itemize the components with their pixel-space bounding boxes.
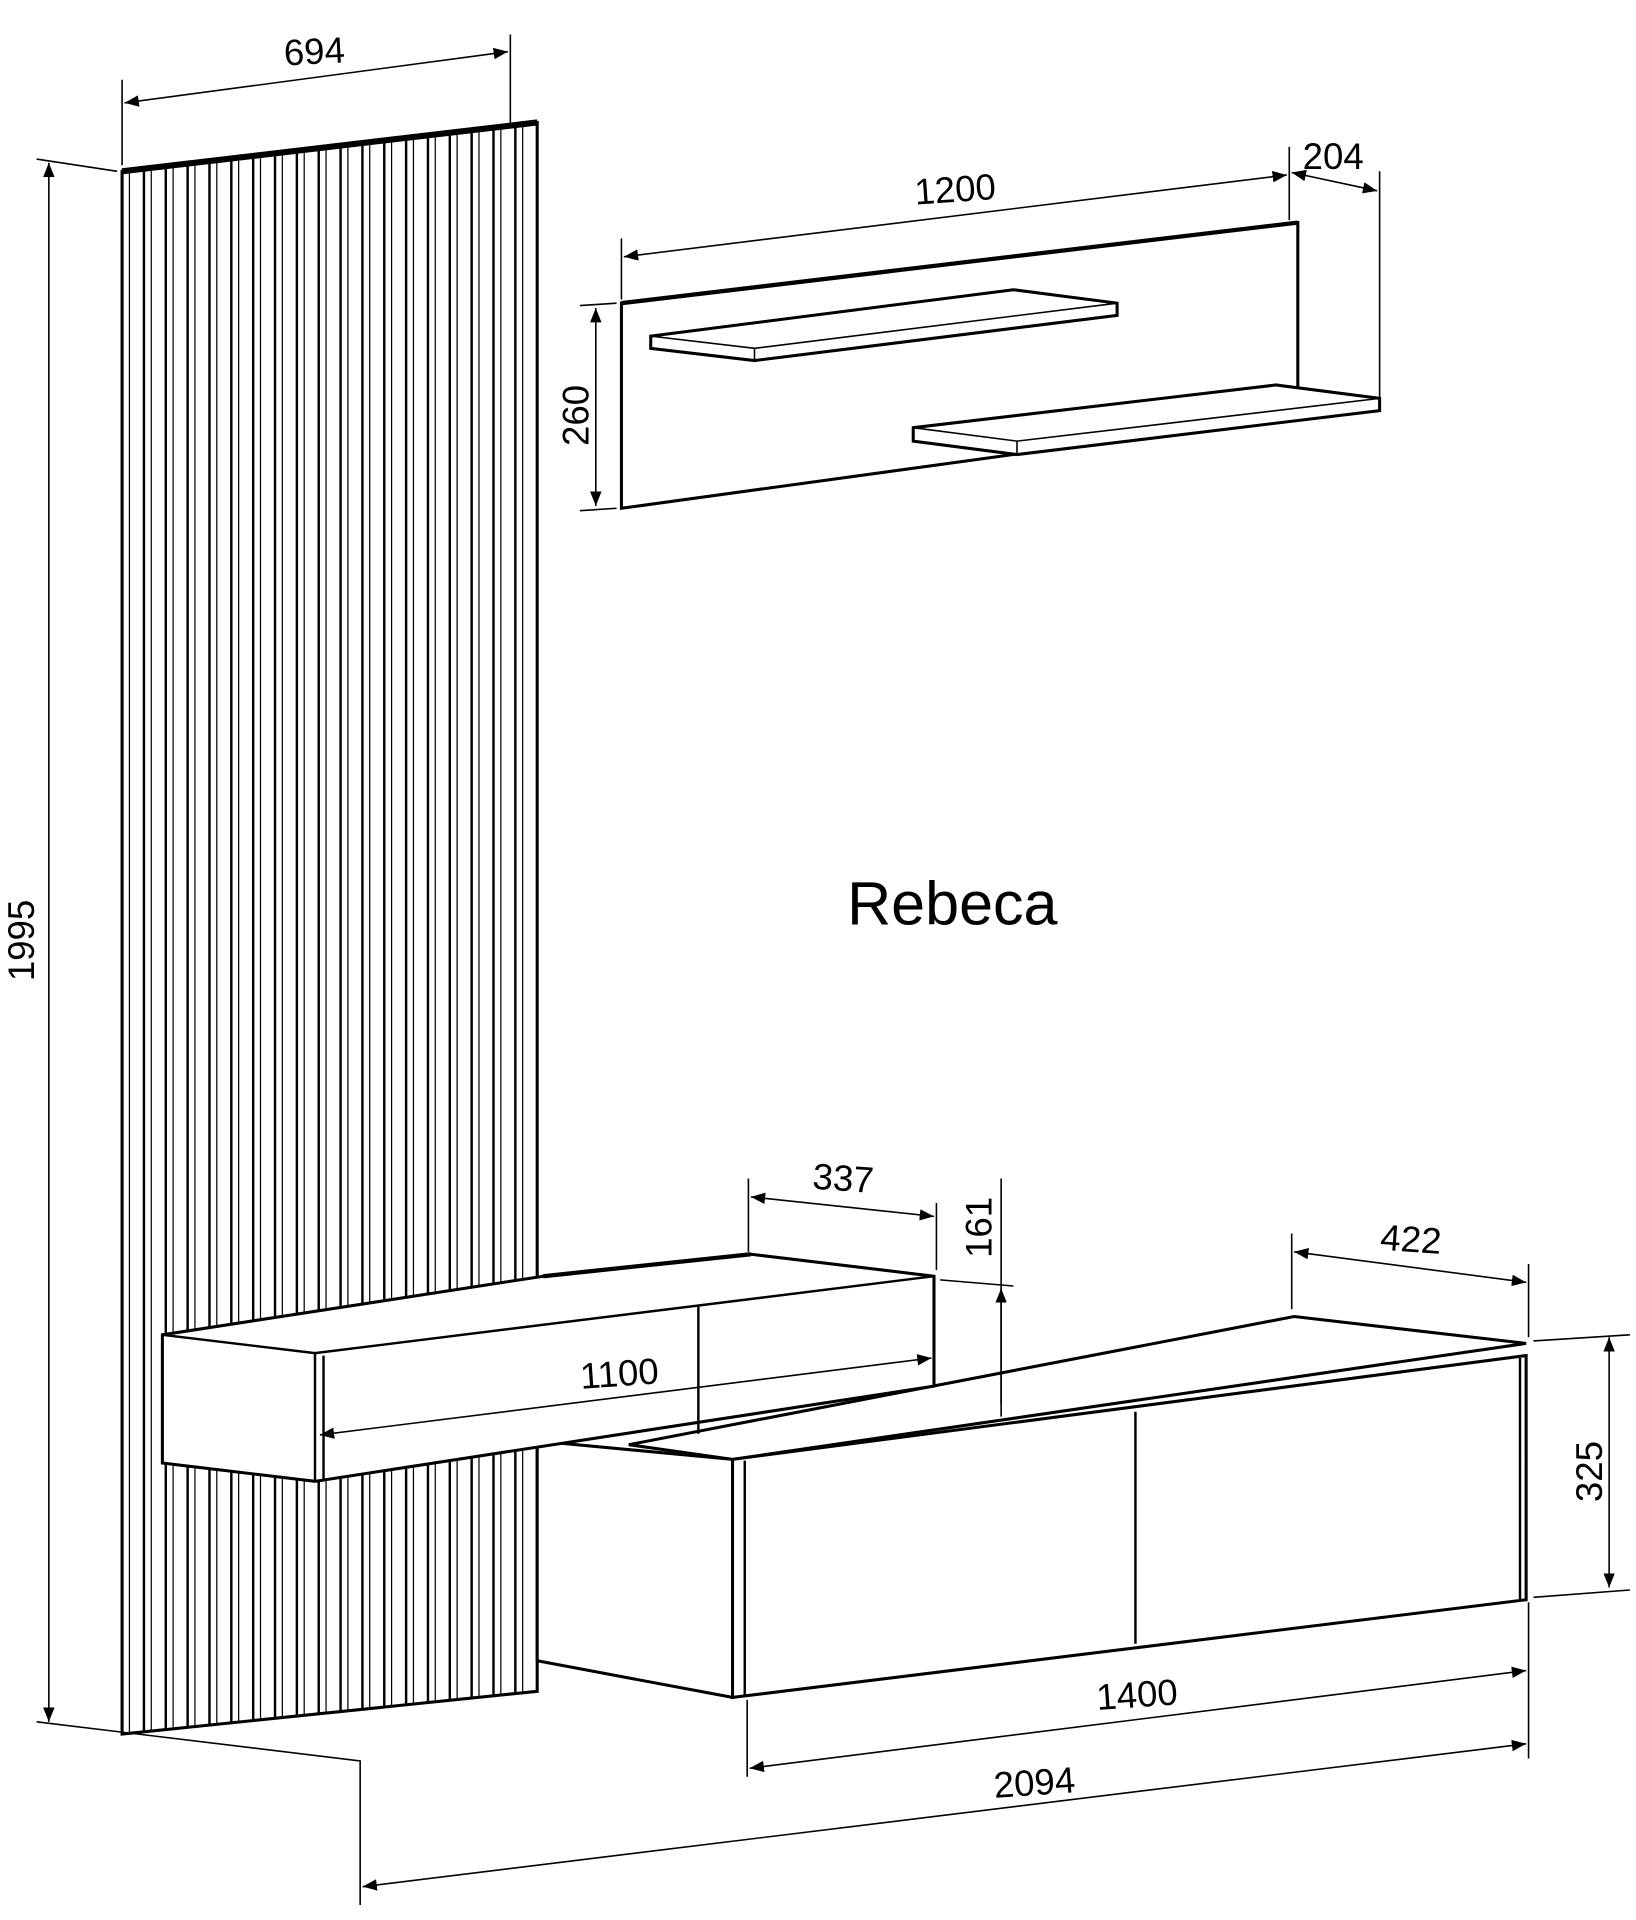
slat-panel-top-edge	[121, 119, 538, 175]
dim-1995: 1995	[1, 900, 42, 981]
dim-260: 260	[555, 385, 596, 446]
dim-161: 161	[958, 1197, 999, 1258]
dim-422: 422	[1379, 1217, 1443, 1262]
dim-1100: 1100	[579, 1350, 660, 1396]
dim-325: 325	[1569, 1441, 1610, 1502]
dim-694: 694	[283, 29, 346, 73]
dimension-lines	[36, 34, 1630, 1905]
lower-floating-shelf	[911, 383, 1382, 457]
slat-panel-outline	[120, 120, 539, 1736]
dim-2094: 2094	[992, 1759, 1076, 1806]
dim-204: 204	[1303, 136, 1364, 177]
dimension-labels: 694 1995 1200 204 260 337 161 1100 422 3…	[1, 29, 1610, 1806]
dim-1400: 1400	[1095, 1671, 1179, 1718]
dim-1200: 1200	[913, 166, 997, 213]
dim-337: 337	[811, 1156, 875, 1201]
wall-shelf-panel	[619, 220, 1382, 511]
product-title: Rebeca	[847, 870, 1057, 938]
upper-floating-shelf	[649, 288, 1119, 363]
slat-panel	[120, 119, 539, 1736]
